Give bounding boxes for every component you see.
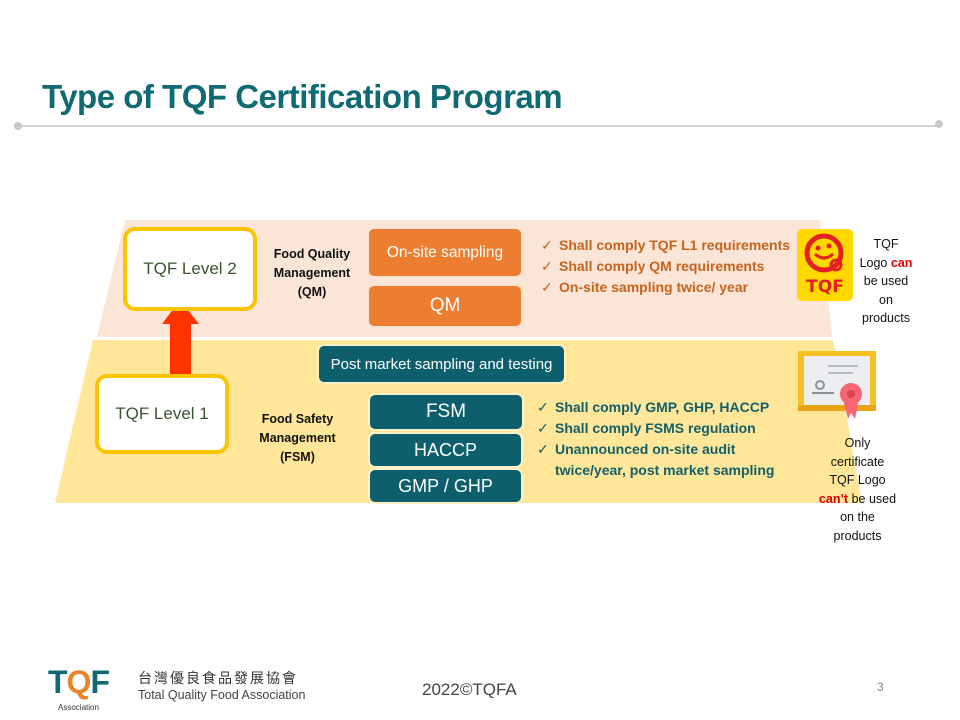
divider-dot-right bbox=[935, 120, 943, 128]
note-text: be used bbox=[851, 491, 897, 506]
gmp-ghp-box: GMP / GHP bbox=[368, 468, 523, 504]
note-line: certificate bbox=[830, 454, 885, 469]
level1-requirements: Shall comply GMP, GHP, HACCP Shall compl… bbox=[537, 397, 792, 481]
note-line: TQF Logo bbox=[829, 473, 886, 487]
fsm-box: FSM bbox=[368, 393, 524, 431]
qm-box: QM bbox=[367, 284, 523, 328]
footer-org-cn: 台灣優良食品發展協會 bbox=[138, 671, 298, 687]
note-line: products bbox=[833, 528, 882, 543]
svg-text:TQF: TQF bbox=[806, 277, 844, 297]
note-emphasis: can bbox=[890, 255, 913, 270]
note-line: on the bbox=[840, 510, 875, 524]
note-line: on bbox=[879, 292, 893, 307]
requirement-item: Unannounced on-site audit twice/year, po… bbox=[537, 439, 792, 481]
management-line: Food Quality bbox=[273, 247, 351, 261]
level1-management-label: Food Safety Management (FSM) bbox=[245, 410, 350, 467]
management-line: Management bbox=[259, 431, 336, 445]
level1-certificate-note: Only certificate TQF Logo can’t be used … bbox=[810, 434, 905, 545]
note-line: be used bbox=[863, 274, 909, 288]
post-market-box: Post market sampling and testing bbox=[317, 344, 566, 384]
haccp-box: HACCP bbox=[368, 432, 523, 468]
requirement-item: Shall comply QM requirements bbox=[541, 256, 796, 277]
footer-copyright: 2022©TQFA bbox=[422, 680, 517, 699]
note-line: Logo can bbox=[852, 254, 920, 273]
footer-logo: TQF Association bbox=[48, 666, 120, 712]
level2-box: TQF Level 2 bbox=[123, 227, 257, 311]
requirement-item: Shall comply GMP, GHP, HACCP bbox=[537, 397, 792, 418]
note-line: can’t be used bbox=[810, 490, 905, 509]
note-line: products bbox=[862, 311, 910, 325]
note-emphasis: can’t bbox=[818, 491, 849, 506]
page-title: Type of TQF Certification Program bbox=[42, 78, 563, 115]
management-line: Management bbox=[273, 266, 351, 280]
title-divider bbox=[18, 125, 940, 127]
footer-org-en: Total Quality Food Association bbox=[138, 688, 306, 702]
requirement-item: On-site sampling twice/ year bbox=[541, 277, 796, 298]
note-text: Logo bbox=[859, 255, 888, 270]
footer-logo-mark: TQF bbox=[48, 664, 110, 700]
note-line: Only bbox=[844, 436, 871, 450]
upgrade-arrow-icon bbox=[162, 300, 199, 378]
footer-logo-sub: Association bbox=[58, 703, 99, 712]
level2-management-label: Food Quality Management (QM) bbox=[262, 245, 362, 302]
onsite-sampling-box: On-site sampling bbox=[367, 227, 523, 278]
note-line: TQF bbox=[873, 237, 899, 251]
management-line: (FSM) bbox=[280, 450, 315, 464]
requirement-item: Shall comply TQF L1 requirements bbox=[541, 235, 796, 256]
level2-requirements: Shall comply TQF L1 requirements Shall c… bbox=[541, 235, 796, 298]
certificate-icon bbox=[798, 351, 878, 421]
management-line: Food Safety bbox=[261, 412, 334, 426]
divider-dot-left bbox=[14, 122, 22, 130]
requirement-item: Shall comply FSMS regulation bbox=[537, 418, 792, 439]
management-line: (QM) bbox=[297, 285, 327, 299]
level2-logo-note: TQF Logo can be used on products bbox=[852, 235, 920, 328]
level1-box: TQF Level 1 bbox=[95, 374, 229, 454]
tqf-logo-icon: TQF bbox=[797, 229, 853, 301]
page-number: 3 bbox=[877, 680, 884, 694]
